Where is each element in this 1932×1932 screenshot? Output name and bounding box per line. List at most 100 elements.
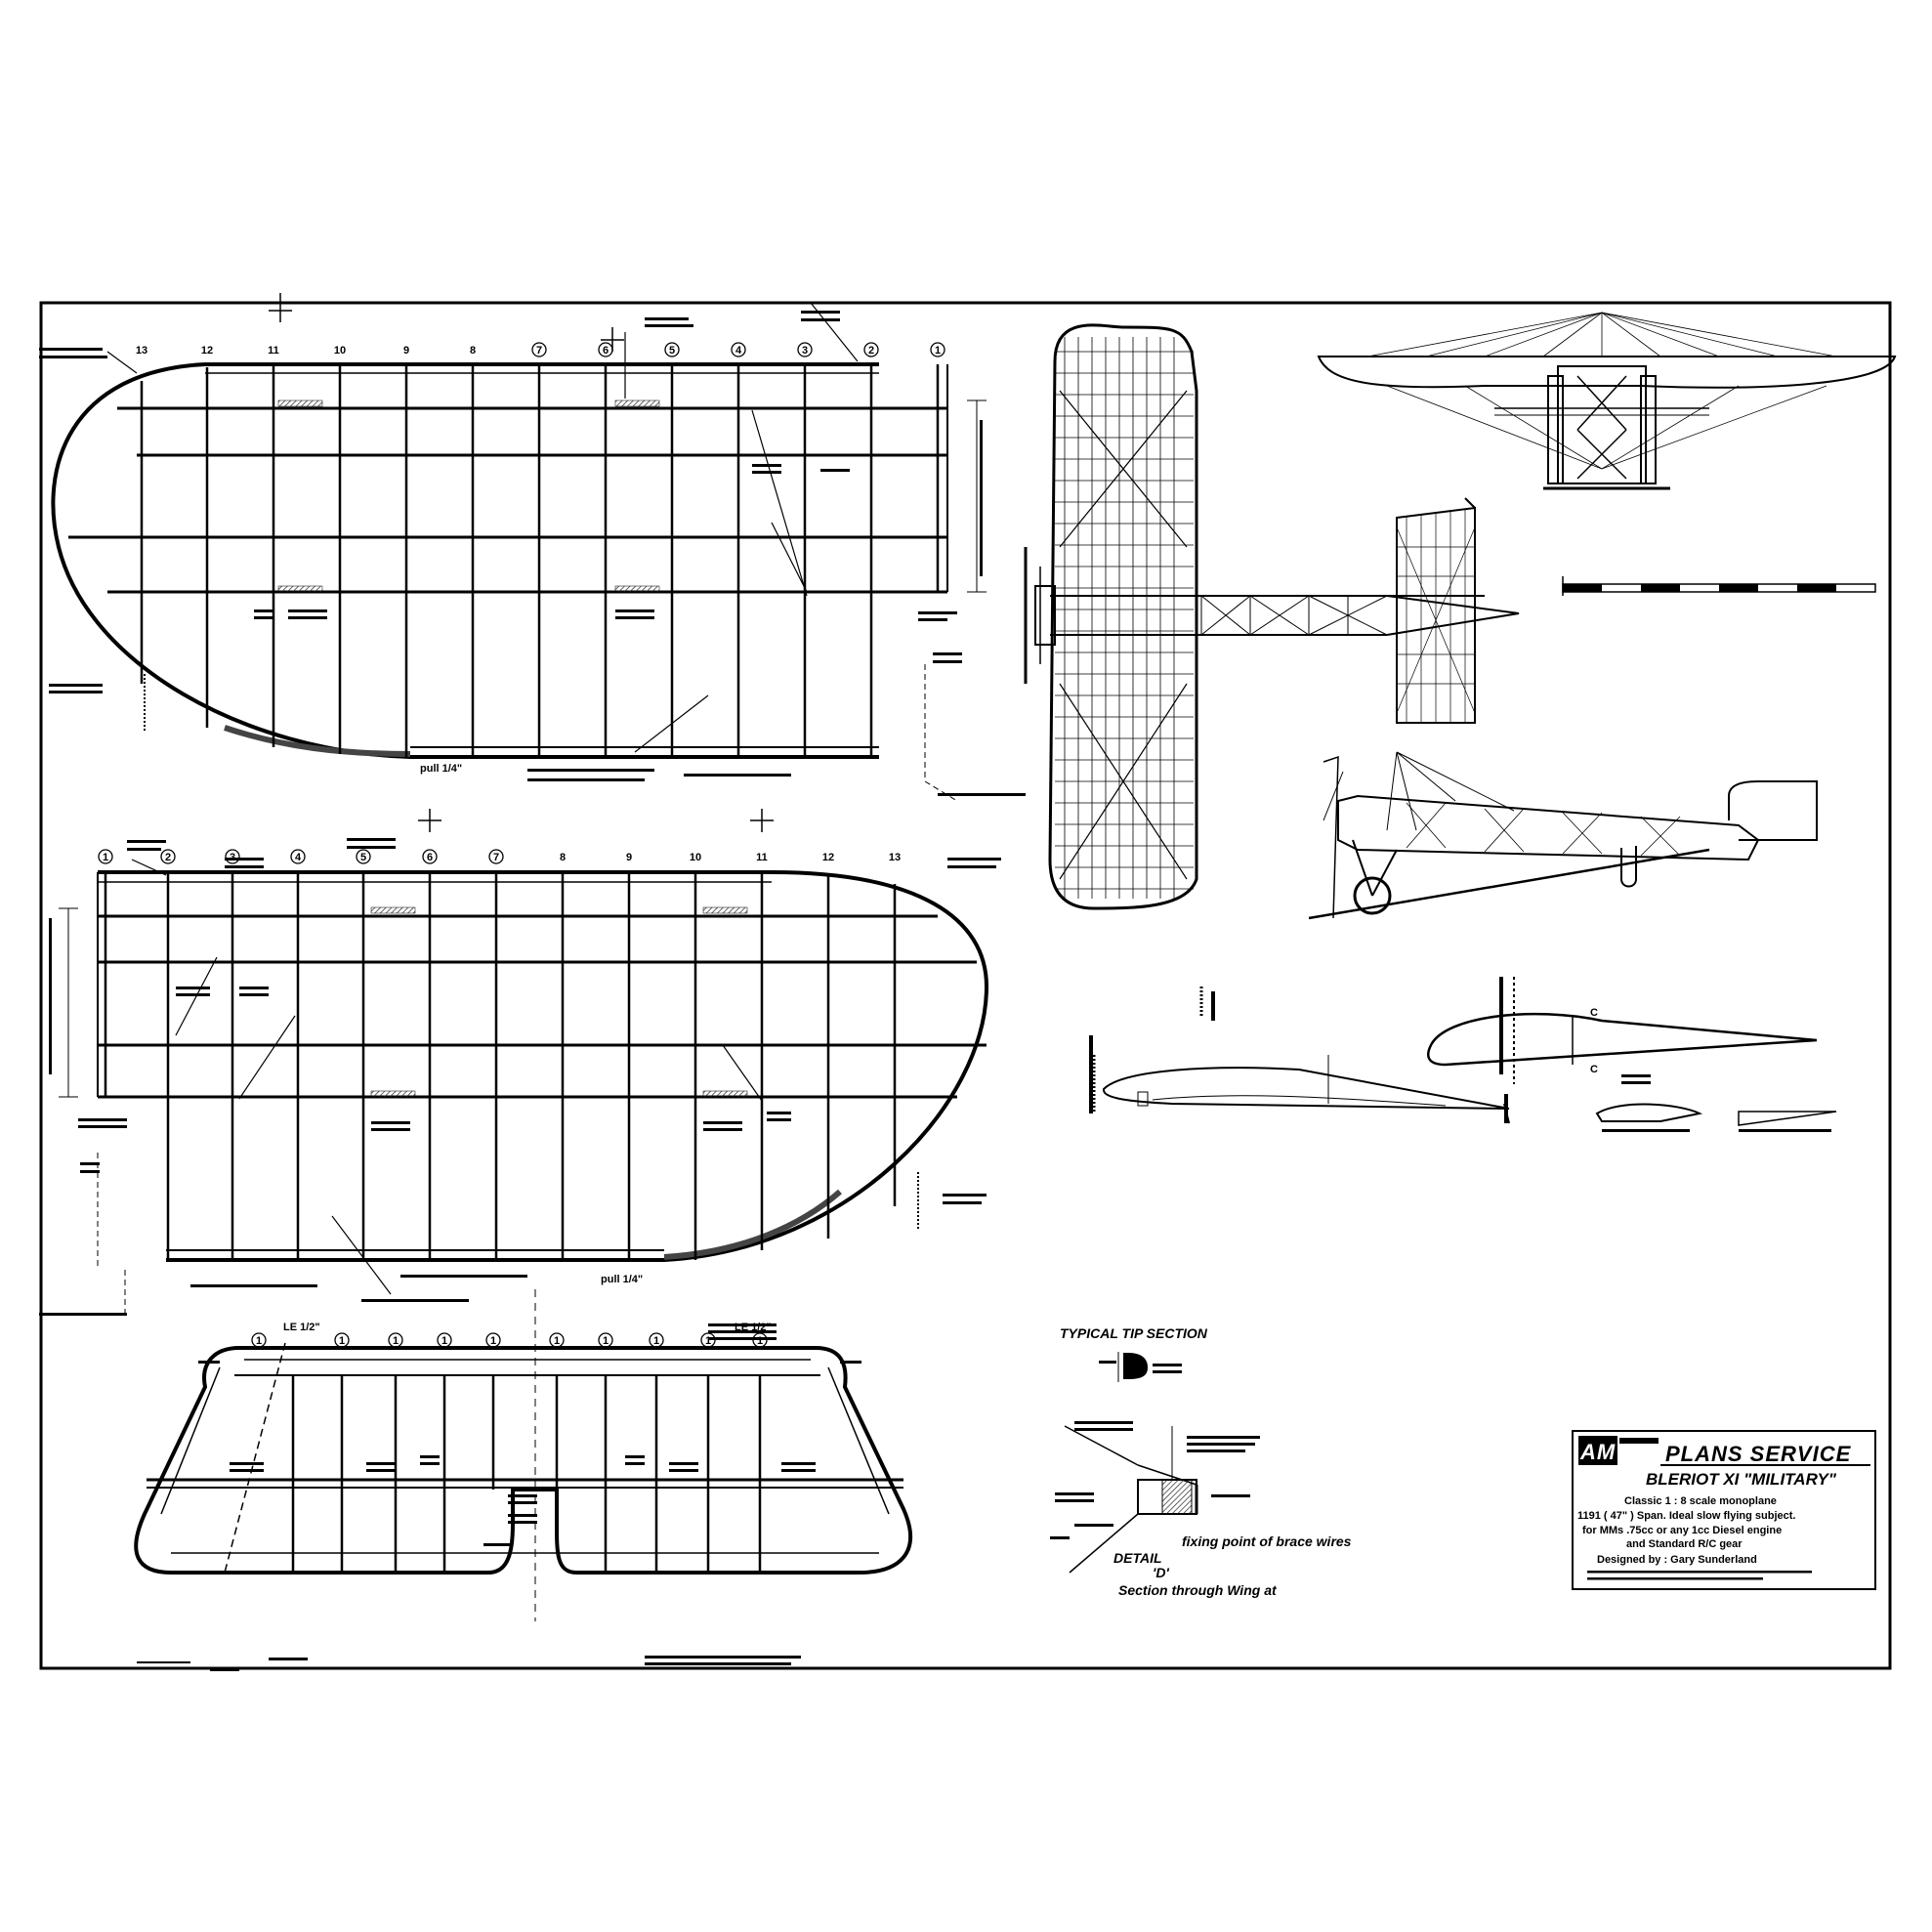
wing-bottom-dim-pull: pull 1/4" [601,1274,643,1285]
airfoil-section-1 [1092,987,1510,1124]
wing-top-rib-number-5: 9 [403,345,409,357]
wing-bottom-rib-number-4: 4 [295,852,302,863]
tail-rib-number-circle-5 [485,1332,501,1348]
tail-rib-number-6: 1 [554,1335,560,1347]
wing-bottom-rib-number-2: 2 [165,852,171,863]
wing-top-rib-number-2: 12 [201,345,213,357]
wing-top-rib-number-8: 6 [603,345,609,357]
tail-rib-number-3: 1 [393,1335,399,1347]
tail-rib-number-circle-1 [251,1332,267,1348]
wing-panel-bottom: 12345678910111213 [39,809,1001,1316]
aircraft-plan-view [1024,323,1520,910]
wing-top-rib-number-circle-10 [731,342,746,357]
tail-rib-number-circle-6 [549,1332,565,1348]
tail-rib-number-2: 1 [339,1335,345,1347]
wing-bottom-rib-number-1: 1 [103,852,108,863]
wing-bottom-rib-number-circle-3 [225,849,240,864]
wing-top-rib-number-13: 1 [935,345,941,357]
airfoil-section-2: C C [1427,977,1837,1126]
wing-bottom-notes [39,838,1001,1316]
wing-bottom-rib-number-6: 6 [427,852,433,863]
wing-top-rib-number-9: 5 [669,345,675,357]
wing-top-rib-number-7: 7 [536,345,542,357]
wing-top-notes [39,311,1026,796]
wing-bottom-rib-number-13: 13 [889,852,901,863]
wing-bottom-rib-number-circle-6 [422,849,438,864]
wing-bottom-rib-number-5: 5 [360,852,366,863]
wing-bottom-rib-number-11: 11 [756,852,768,863]
section-notes [1089,977,1831,1132]
designer-credit: Designed by : Gary Sunderland [1597,1554,1757,1566]
tip-section: TYPICAL TIP SECTION [1060,1325,1208,1382]
tail-rib-number-5: 1 [490,1335,496,1347]
detail-d-line3: Section through Wing at [1118,1582,1278,1598]
tail-rib-number-circle-2 [334,1332,350,1348]
registration-mark [269,293,624,352]
logo-badge [1578,1436,1617,1465]
wing-bottom-rib-number-8: 8 [560,852,566,863]
tailplane-outline [134,1346,913,1575]
wing-panel-top: 13 12 11 10 9 8 7 6 5 4 3 2 1 [39,293,1026,802]
wing-bottom-rib-number-circle-2 [160,849,176,864]
wing-bottom-rib-number-circle-7 [488,849,504,864]
tail-rib-number-circle-4 [437,1332,452,1348]
tail-rib-number-circle-7 [598,1332,613,1348]
tail-le-label-1: LE 1/2" [283,1322,320,1333]
plan-wing-outline [1048,323,1198,910]
wing-bottom-rib-number-circle-1 [98,849,113,864]
wing-top-rib-number-circle-7 [531,342,547,357]
plan-border [39,301,1892,1670]
wing-top-rib-number-1: 13 [136,345,147,357]
wing-bottom-rib-number-9: 9 [626,852,632,863]
wing-top-outline [51,362,879,759]
tail-rib-number-circle-8 [649,1332,664,1348]
tail-rib-number-9: 1 [705,1335,711,1347]
wing-top-rib-number-circle-13 [930,342,945,357]
title-block: AM PLANS SERVICE BLERIOT XI "MILITARY" C… [1572,1430,1876,1590]
section-c-marker-2: C [1590,1064,1598,1075]
aircraft-side-view [1308,751,1818,920]
wing-top-rib-number-4: 10 [334,345,346,357]
tail-rib-number-10: 1 [757,1335,763,1347]
wing-top-rib-number-12: 2 [868,345,874,357]
wing-top-rib-number-circle-11 [797,342,813,357]
wing-top-rib-number-10: 4 [735,345,742,357]
wing-top-rib-number-6: 8 [470,345,476,357]
spec-line-3: for MMs .75cc or any 1cc Diesel engine [1582,1525,1782,1536]
wing-top-rib-number-11: 3 [802,345,808,357]
spec-line-1: Classic 1 : 8 scale monoplane [1624,1495,1777,1507]
scale-bar [1562,576,1876,596]
tail-rib-number-7: 1 [603,1335,609,1347]
plans-service-title: PLANS SERVICE [1665,1442,1852,1466]
wing-bottom-rib-number-circle-4 [290,849,306,864]
tip-section-title: TYPICAL TIP SECTION [1060,1325,1208,1341]
wing-top-rib-number-circle-9 [664,342,680,357]
aircraft-front-view [1317,312,1897,490]
detail-d-line1: fixing point of brace wires [1182,1533,1352,1549]
tail-notes [137,1323,861,1671]
logo-text: AM [1579,1440,1616,1464]
tail-rib-number-circle-3 [388,1332,403,1348]
logo-sub [1619,1438,1659,1444]
wing-bottom-rib-number-circle-5 [356,849,371,864]
spec-line-4: and Standard R/C gear [1626,1538,1743,1550]
wing-bottom-outline [98,870,989,1262]
wing-top-dim-pull: pull 1/4" [420,763,462,775]
wing-bottom-rib-number-10: 10 [690,852,701,863]
model-name: BLERIOT XI "MILITARY" [1646,1470,1837,1489]
wing-top-rib-number-3: 11 [268,345,279,357]
tail-rib-number-1: 1 [256,1335,262,1347]
spec-line-2: 1191 ( 47" ) Span. Ideal slow flying sub… [1577,1510,1795,1522]
wing-top-rib-number-circle-12 [863,342,879,357]
wing-bottom-rib-number-12: 12 [822,852,834,863]
registration-mark [418,809,774,832]
tail-rib-number-4: 1 [441,1335,447,1347]
section-c-marker: C [1590,1007,1598,1019]
detail-d-letter: 'D' [1153,1565,1169,1580]
detail-d: fixing point of brace wires DETAIL 'D' S… [1050,1421,1352,1598]
wing-bottom-rib-number-7: 7 [493,852,499,863]
detail-d-word: DETAIL [1113,1550,1162,1566]
tail-rib-number-8: 1 [653,1335,659,1347]
